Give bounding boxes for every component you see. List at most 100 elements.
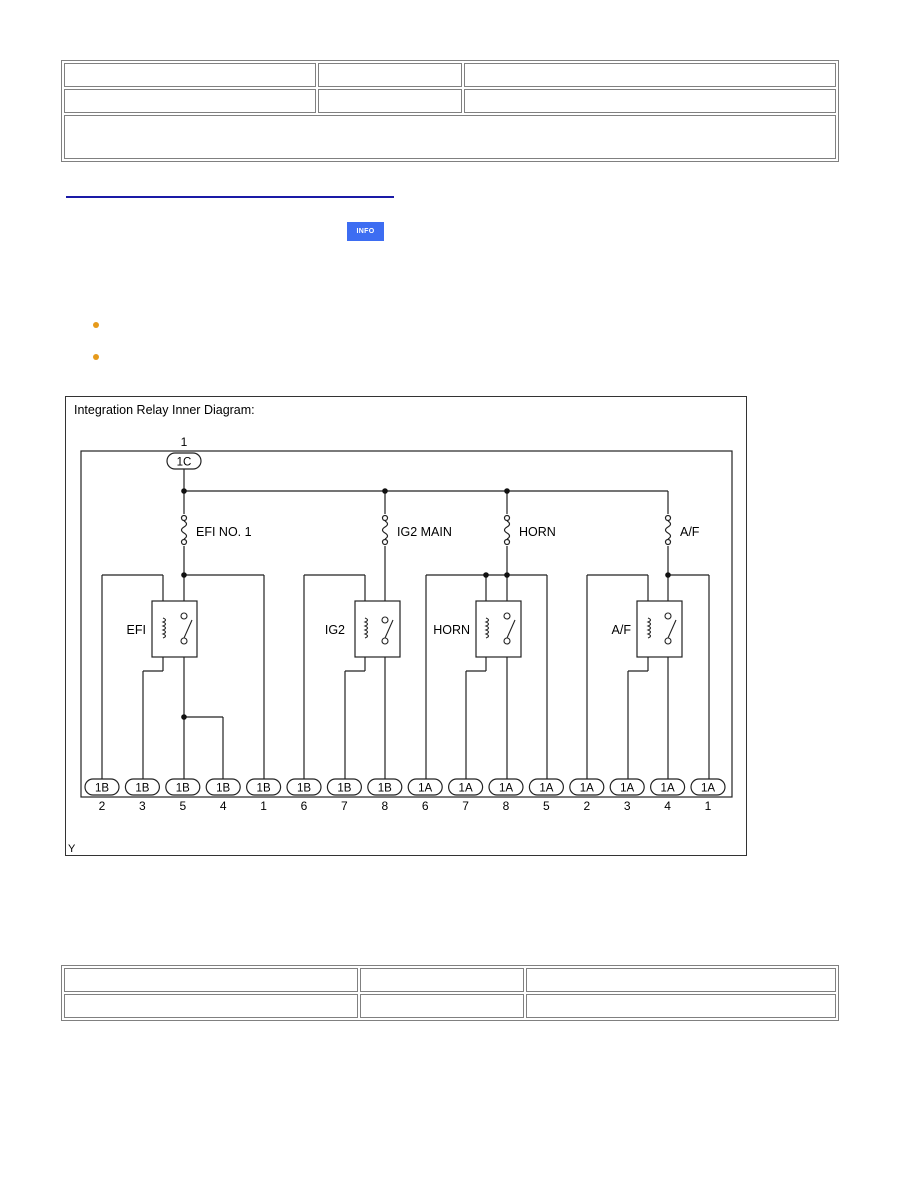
- relay-label: A/F: [612, 623, 632, 637]
- terminal-pin-number: 6: [422, 799, 429, 813]
- terminal-connector-label: 1B: [378, 783, 392, 795]
- terminal-connector-label: 1B: [337, 783, 351, 795]
- terminal-connector: 1B8: [367, 778, 403, 813]
- terminal-connector-label: 1B: [257, 783, 271, 795]
- terminal-connector: 1A7: [448, 778, 484, 813]
- terminal-pin-number: 1: [260, 799, 267, 813]
- terminal-pin-number: 3: [139, 799, 146, 813]
- connector-pin-number: 1: [181, 435, 188, 449]
- terminal-connector-body: [205, 778, 241, 796]
- table-cell: [64, 63, 316, 87]
- table-cell: [464, 63, 836, 87]
- terminal-connector-body: [326, 778, 362, 796]
- terminal-connector-label: 1A: [620, 783, 634, 795]
- relay-label: IG2: [325, 623, 345, 637]
- table-row: [64, 968, 836, 992]
- terminal-connector-label: 1B: [135, 783, 149, 795]
- terminal-connector: 1B4: [205, 778, 241, 813]
- terminal-connector: 1A3: [609, 778, 645, 813]
- relay-labels: EFI IG2 HORN A/F: [127, 623, 632, 637]
- terminal-row: 1B21B31B51B41B11B61B71B81A61A71A81A51A21…: [84, 778, 726, 813]
- fuse-label: A/F: [680, 525, 700, 539]
- terminal-connector-body: [690, 778, 726, 796]
- table-cell: [64, 89, 316, 113]
- terminal-connector-body: [165, 778, 201, 796]
- terminal-connector-body: [609, 778, 645, 796]
- terminal-pin-number: 5: [179, 799, 186, 813]
- terminal-connector: 1A8: [488, 778, 524, 813]
- terminal-connector-body: [246, 778, 282, 796]
- figure-code: Y: [68, 843, 76, 855]
- relay-coil-icon: [484, 612, 516, 645]
- terminal-connector-body: [528, 778, 564, 796]
- terminal-connector-body: [367, 778, 403, 796]
- fuse-symbols: [180, 514, 672, 546]
- bullet-icon: [93, 322, 99, 328]
- fuse-label: HORN: [519, 525, 556, 539]
- terminal-connector: 1B6: [286, 778, 322, 813]
- terminal-connector-body: [488, 778, 524, 796]
- top-spec-table: [61, 60, 839, 162]
- terminal-pin-number: 2: [583, 799, 590, 813]
- fuse-icon: [664, 514, 672, 546]
- table-cell: [318, 89, 462, 113]
- terminal-connector: 1B2: [84, 778, 120, 813]
- terminal-pin-number: 7: [462, 799, 469, 813]
- terminal-connector: 1B3: [124, 778, 161, 813]
- terminal-connector-body: [84, 778, 120, 796]
- terminal-connector-body: [448, 778, 484, 796]
- terminal-connector: 1A2: [569, 778, 605, 813]
- info-button[interactable]: INFO: [347, 222, 384, 241]
- table-row: [64, 994, 836, 1018]
- fuse-labels: EFI NO. 1 IG2 MAIN HORN A/F: [196, 525, 700, 539]
- terminal-connector-label: 1B: [297, 783, 311, 795]
- relay-label: EFI: [127, 623, 146, 637]
- terminal-connector: 1A1: [690, 778, 726, 813]
- input-connector: 1 1C: [166, 435, 202, 470]
- fuse-label: EFI NO. 1: [196, 525, 252, 539]
- terminal-pin-number: 3: [624, 799, 631, 813]
- table-cell: [526, 968, 836, 992]
- terminal-connector-label: 1A: [459, 783, 473, 795]
- terminal-connector: 1A5: [528, 778, 564, 813]
- table-cell: [64, 994, 358, 1018]
- bullet-icon: [93, 354, 99, 360]
- terminal-connector-body: [569, 778, 605, 796]
- terminal-connector-body: [407, 778, 443, 796]
- fuse-label: IG2 MAIN: [397, 525, 452, 539]
- terminal-connector-label: 1A: [499, 783, 513, 795]
- circuit-wiring: [80, 450, 733, 798]
- terminal-pin-number: 4: [664, 799, 671, 813]
- table-cell: [360, 994, 524, 1018]
- table-cell: [464, 89, 836, 113]
- bottom-spec-table: [61, 965, 839, 1021]
- terminal-connector: 1B7: [326, 778, 362, 813]
- terminal-connector: 1A6: [407, 778, 443, 813]
- relay-coil-icon: [363, 616, 394, 645]
- terminal-connector: 1B1: [246, 778, 282, 813]
- fuse-icon: [180, 514, 188, 546]
- relay-housing: [80, 450, 733, 798]
- table-cell: [360, 968, 524, 992]
- terminal-connector: 1A4: [649, 778, 686, 813]
- terminal-connector-body: [649, 778, 686, 796]
- table-row: [64, 115, 836, 159]
- relay-coil-icon: [161, 612, 193, 645]
- terminal-pin-number: 5: [543, 799, 550, 813]
- terminal-pin-number: 4: [220, 799, 227, 813]
- table-cell: [318, 63, 462, 87]
- terminal-pin-number: 1: [705, 799, 712, 813]
- terminal-connector: 1B5: [165, 778, 201, 813]
- relay-coil-icon: [646, 612, 677, 645]
- terminal-connector-label: 1A: [701, 783, 715, 795]
- terminal-connector-label: 1A: [661, 783, 675, 795]
- terminal-connector-label: 1B: [176, 783, 190, 795]
- terminal-connector-label: 1A: [418, 783, 432, 795]
- terminal-connector-label: 1A: [539, 783, 553, 795]
- relay-label: HORN: [433, 623, 470, 637]
- relay-internals: [161, 612, 677, 645]
- fuse-icon: [381, 514, 389, 546]
- table-row: [64, 89, 836, 113]
- integration-relay-diagram: Integration Relay Inner Diagram:: [65, 396, 747, 856]
- page-link[interactable]: [66, 196, 394, 198]
